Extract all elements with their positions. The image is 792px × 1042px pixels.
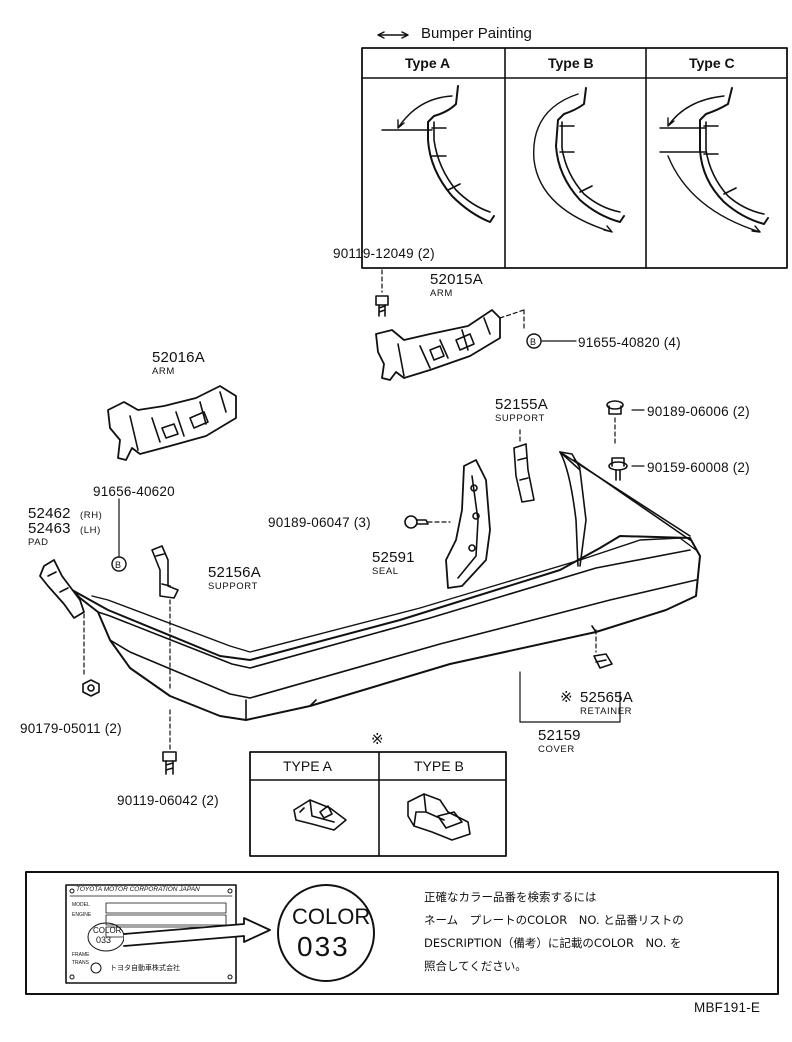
b-mark-upper-icon — [526, 333, 542, 349]
part-90119-06042: 90119-06042 (2) — [117, 793, 219, 808]
arrow-right-icon — [123, 917, 271, 947]
part-91656-40620: 91656-40620 — [93, 484, 175, 499]
bolt-90119-12049-icon — [375, 269, 389, 317]
painting-type-c-header: Type C — [689, 55, 735, 71]
part-52015a-desc: ARM — [430, 288, 453, 299]
painting-type-a-header: Type A — [405, 55, 451, 71]
part-52462: 52462 — [28, 505, 71, 522]
part-52565a: 52565A — [580, 689, 633, 706]
type-c-profile — [659, 87, 769, 233]
painting-table — [361, 31, 788, 269]
part-52591: 52591 — [372, 549, 415, 566]
bolt-90159-60008-icon — [608, 457, 628, 481]
part-52159-desc: COVER — [538, 744, 575, 755]
part-90159-60008: 90159-60008 (2) — [647, 460, 750, 475]
part-52016a: 52016A — [152, 349, 205, 366]
legend-arrow-icon — [377, 31, 409, 39]
pad-52462-shape — [39, 559, 85, 619]
part-52159: 52159 — [538, 727, 581, 744]
screw-90189-06006-icon — [606, 400, 624, 447]
nameplate-header: TOYOTA MOTOR CORPORATION JAPAN — [76, 886, 200, 893]
part-90119-12049: 90119-12049 (2) — [333, 246, 435, 261]
instruction-line-3: DESCRIPTION（備考）に記載のCOLOR NO. を — [424, 936, 682, 950]
retainer-type-table — [249, 751, 507, 857]
painting-type-b-header: Type B — [548, 55, 594, 71]
instruction-line-1: 正確なカラー品番を検索するには — [424, 890, 597, 904]
retainer-type-b-icon — [407, 793, 471, 841]
part-90179-05011: 90179-05011 (2) — [20, 721, 122, 736]
part-52565a-mark: ※ — [560, 689, 573, 706]
nameplate-row-trans: TRANS — [72, 960, 89, 966]
part-52462-rh: (RH) — [80, 510, 103, 521]
part-52462-desc: PAD — [28, 537, 49, 548]
part-52463: 52463 — [28, 520, 71, 537]
part-52155a-desc: SUPPORT — [495, 413, 545, 424]
nameplate-color-label: COLOR — [93, 926, 122, 935]
part-52591-desc: SEAL — [372, 566, 399, 577]
retainer-type-a-header: TYPE A — [283, 758, 333, 774]
instruction-line-2: ネーム プレートのCOLOR NO. と品番リストの — [424, 913, 684, 927]
bolt-90119-06042-icon — [162, 709, 177, 775]
part-52156a: 52156A — [208, 564, 261, 581]
bumper-cover-shape — [71, 451, 701, 721]
nameplate-row-engine: ENGINE — [72, 912, 92, 918]
b-mark-upper-label: B — [530, 337, 537, 347]
b-mark-lower-label: B — [115, 560, 122, 570]
arm-52016a-shape — [107, 385, 237, 461]
color-circle-label: COLOR — [292, 904, 371, 929]
part-52463-lh: (LH) — [80, 525, 101, 536]
part-91655-40820: 91655-40820 (4) — [578, 335, 681, 350]
info-box — [25, 871, 779, 995]
painting-legend-label: Bumper Painting — [421, 25, 532, 42]
nut-90179-05011-icon — [82, 613, 100, 697]
part-52015a: 52015A — [430, 271, 483, 288]
nameplate-color-code: 033 — [96, 935, 112, 945]
type-a-profile — [381, 85, 495, 223]
seal-52591-shape — [445, 459, 491, 589]
instruction-line-4: 照合してください。 — [424, 959, 527, 973]
retainer-table-mark: ※ — [371, 731, 384, 748]
page-code: MBF191-E — [694, 1000, 761, 1015]
retainer-type-b-header: TYPE B — [414, 758, 464, 774]
color-circle-code: 033 — [297, 931, 350, 962]
color-circle-shape — [277, 884, 375, 982]
cover-bracket-line — [519, 671, 621, 723]
part-90189-06006: 90189-06006 (2) — [647, 404, 750, 419]
nameplate-row-frame: FRAME — [72, 952, 90, 958]
part-52155a: 52155A — [495, 396, 548, 413]
b-mark-lower-icon — [111, 556, 127, 572]
retainer-type-a-icon — [293, 799, 347, 831]
part-52016a-desc: ARM — [152, 366, 175, 377]
retainer-52565a-icon — [593, 629, 613, 669]
type-b-profile — [533, 87, 625, 233]
part-52156a-desc: SUPPORT — [208, 581, 258, 592]
support-52155a-shape — [513, 429, 535, 503]
part-90189-06047: 90189-06047 (3) — [268, 515, 371, 530]
part-52565a-desc: RETAINER — [580, 706, 633, 717]
clip-90189-06047-icon — [404, 515, 451, 529]
instruction-text: 正確なカラー品番を検索するには ネーム プレートのCOLOR NO. と品番リス… — [424, 886, 684, 978]
nameplate-row-model: MODEL — [72, 902, 90, 908]
support-52156a-shape — [151, 545, 179, 691]
arm-52015a-shape — [375, 309, 525, 381]
nameplate-footer: トヨタ自動車株式会社 — [110, 964, 180, 972]
